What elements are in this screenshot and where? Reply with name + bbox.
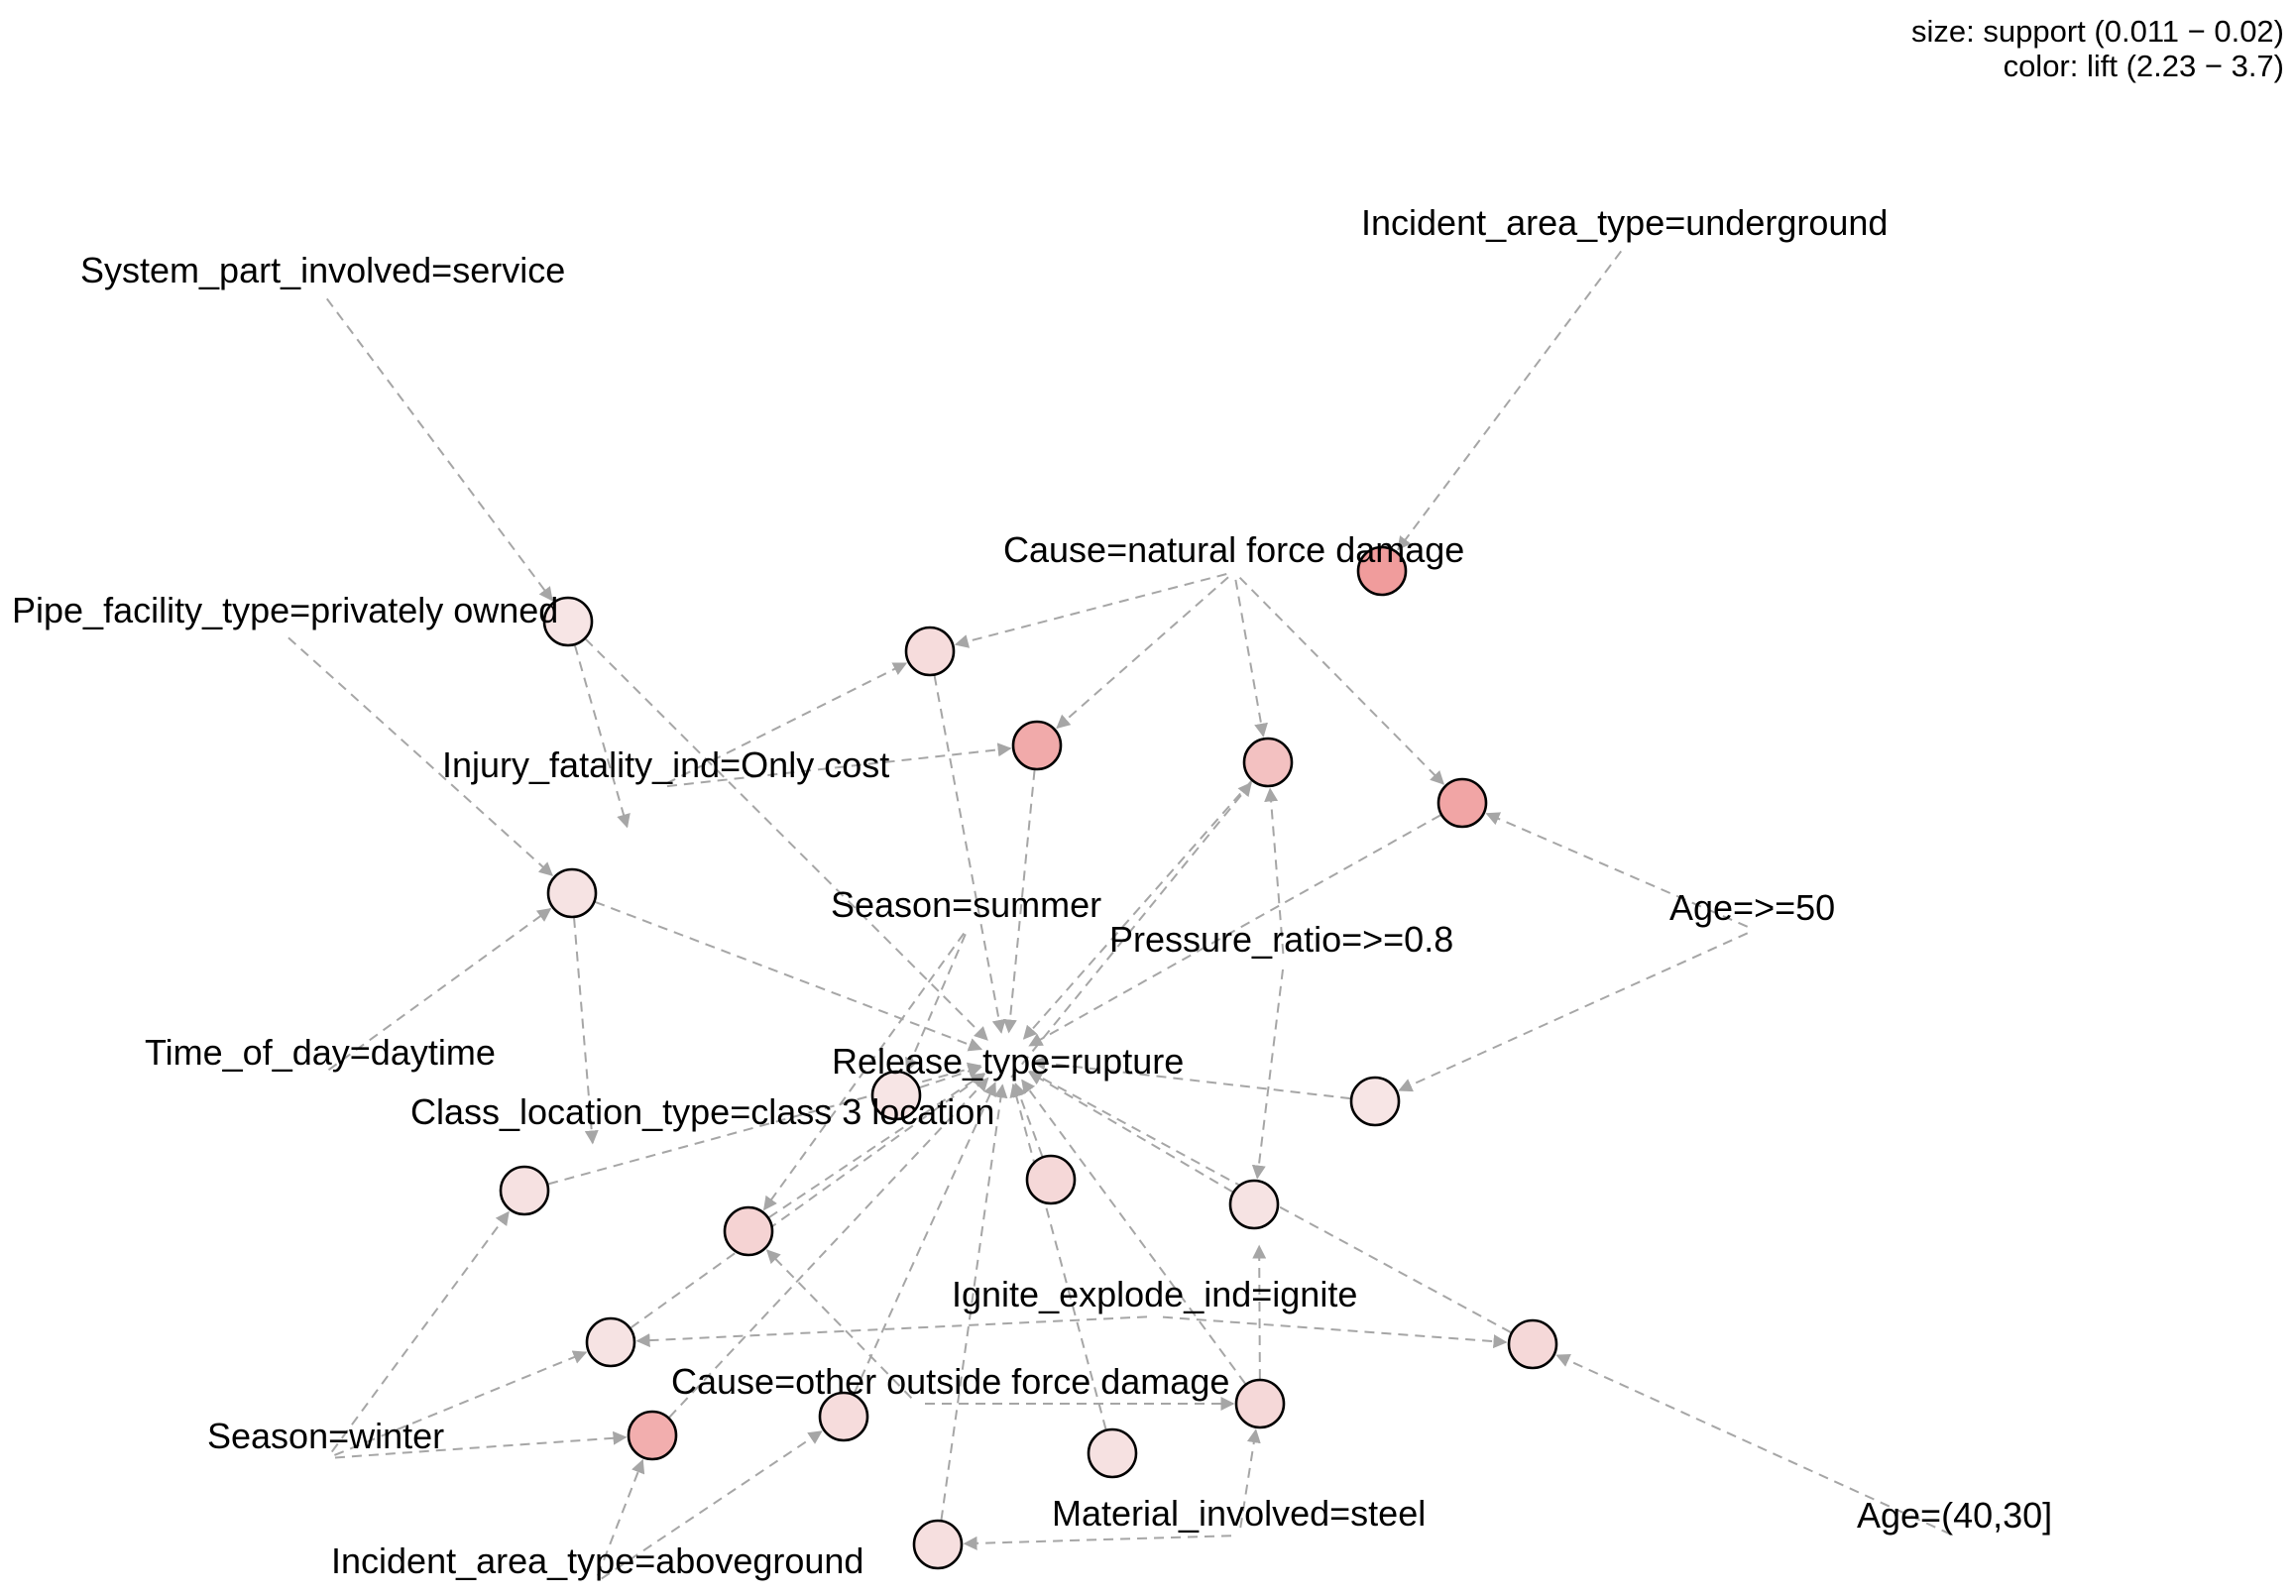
legend-color-text: color: lift (2.23 − 3.7) — [2003, 49, 2284, 83]
rule-node[interactable] — [904, 626, 956, 677]
rule-edge — [1031, 1056, 1368, 1102]
item-label: Material_involved=steel — [1052, 1493, 1426, 1534]
rule-edge — [1162, 1315, 1508, 1349]
rule-node[interactable] — [1507, 1318, 1558, 1370]
item-label: Age=(40,30] — [1857, 1495, 2052, 1536]
rule-node[interactable] — [1234, 1378, 1286, 1429]
rule-edge — [763, 932, 966, 1211]
rule-edge — [846, 1082, 996, 1411]
rule-edge — [905, 933, 967, 1073]
rule-edge — [569, 628, 631, 829]
item-label: Cause=natural force damage — [1003, 529, 1464, 570]
rule-edge — [1021, 1079, 1257, 1399]
item-label: Season=summer — [831, 884, 1101, 925]
rule-node[interactable] — [585, 1316, 636, 1368]
item-labels-layer: Incident_area_type=undergroundSystem_par… — [12, 202, 2052, 1581]
rule-node[interactable] — [1356, 545, 1408, 597]
item-label: Cause=other outside force damage — [671, 1361, 1229, 1402]
rule-node[interactable] — [1228, 1179, 1280, 1230]
item-label: Injury_fatality_ind=Only cost — [442, 744, 889, 785]
rule-edge — [930, 658, 1006, 1034]
rule-edge — [1010, 781, 1252, 1079]
rule-edge — [1022, 767, 1264, 1040]
rule-edge — [1398, 932, 1749, 1092]
item-label: Incident_area_type=underground — [1361, 202, 1888, 243]
rule-edge — [1555, 1354, 1952, 1536]
item-label: Class_location_type=class 3 location — [410, 1091, 994, 1132]
rule-edge — [1238, 576, 1445, 785]
rule-edge — [1002, 752, 1038, 1034]
rule-edge — [572, 626, 988, 1041]
rule-edge — [601, 1430, 823, 1580]
rule-edge — [1028, 806, 1456, 1047]
rule-edge — [579, 894, 983, 1052]
rule-node[interactable] — [1087, 1427, 1138, 1479]
rule-edge — [954, 573, 1227, 648]
rule-node[interactable] — [723, 1205, 774, 1257]
rule-node[interactable] — [499, 1165, 550, 1216]
rule-edge — [1028, 1071, 1248, 1201]
rule-node[interactable] — [627, 1410, 678, 1461]
item-label: System_part_involved=service — [80, 250, 565, 290]
rule-node[interactable] — [912, 1519, 964, 1570]
rule-node[interactable] — [1436, 777, 1488, 829]
rule-edge — [325, 297, 553, 602]
rule-node[interactable] — [818, 1391, 869, 1442]
rule-edge — [938, 1083, 1008, 1538]
rule-edge — [1056, 576, 1229, 730]
rule-edge — [571, 900, 599, 1145]
rule-edge — [666, 742, 1012, 788]
rule-edge — [1251, 969, 1285, 1180]
rule-node[interactable] — [1011, 720, 1063, 771]
item-label: Pipe_facility_type=privately owned — [12, 590, 558, 630]
rule-edge — [334, 1430, 628, 1459]
rule-edge — [616, 1073, 986, 1339]
item-label: Ignite_explode_ind=ignite — [952, 1274, 1357, 1314]
item-label: Time_of_day=daytime — [145, 1032, 496, 1073]
rule-edge — [1485, 812, 1749, 928]
item-label: Age=>=50 — [1669, 887, 1835, 928]
rule-edge — [287, 636, 553, 876]
rule-node[interactable] — [1349, 1076, 1401, 1127]
rule-edge — [334, 1350, 588, 1456]
legend: size: support (0.011 − 0.02) color: lift… — [1911, 14, 2284, 83]
rule-edge — [765, 1249, 913, 1399]
rule-node[interactable] — [870, 1070, 922, 1121]
rule-edge — [754, 1073, 985, 1228]
rule-node[interactable] — [1025, 1154, 1077, 1205]
item-label: Incident_area_type=aboveground — [331, 1540, 863, 1581]
rule-edge — [1009, 1083, 1111, 1446]
edges-layer — [287, 250, 1952, 1580]
rule-node[interactable] — [542, 596, 594, 647]
rule-edge — [1028, 1070, 1527, 1342]
rule-edge — [327, 908, 552, 1072]
rule-node[interactable] — [546, 867, 598, 919]
rule-edge — [1397, 250, 1623, 551]
rule-edge — [1252, 1244, 1267, 1397]
item-label: Pressure_ratio=>=0.8 — [1109, 919, 1453, 960]
item-label: Season=winter — [207, 1416, 444, 1456]
rule-node[interactable] — [1242, 737, 1294, 788]
item-label: Release_type=rupture — [832, 1041, 1184, 1082]
rule-nodes-layer — [499, 545, 1558, 1570]
rule-edge — [656, 1077, 989, 1430]
legend-size-text: size: support (0.011 − 0.02) — [1911, 14, 2284, 49]
rule-edge — [963, 1535, 1232, 1550]
rule-edge — [635, 1315, 1148, 1348]
rule-edge — [665, 662, 908, 785]
rule-edge — [596, 1458, 645, 1576]
rule-edge — [1264, 787, 1285, 955]
rule-edge — [1234, 579, 1268, 738]
